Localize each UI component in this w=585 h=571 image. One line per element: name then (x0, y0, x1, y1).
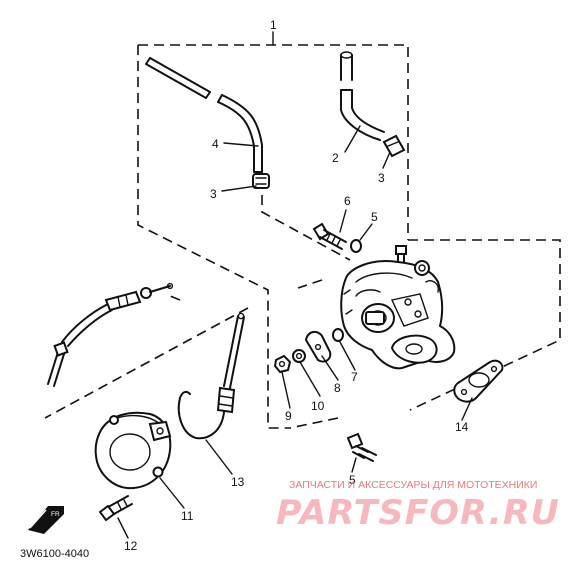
callout-2: 2 (332, 151, 339, 165)
cable-13 (177, 312, 245, 440)
callout-5-upper: 5 (371, 210, 378, 224)
svg-text:FR: FR (51, 511, 60, 518)
front-arrow-icon: FR (28, 506, 64, 534)
callout-10: 10 (311, 399, 325, 413)
bolt-5-lower (346, 432, 377, 462)
washer-5 (350, 239, 362, 253)
hose-clamp-3-right (382, 134, 406, 158)
callout-12: 12 (124, 539, 138, 553)
callout-7: 7 (351, 370, 358, 384)
hose-4 (145, 57, 263, 173)
callout-numbers: 1 2 3 3 4 5 5 6 7 8 9 10 11 12 13 14 (124, 18, 469, 553)
gasket-14 (453, 359, 504, 403)
callout-13: 13 (231, 475, 245, 489)
callout-14: 14 (455, 420, 469, 434)
assembly-outline (44, 44, 561, 429)
oil-pump-cable-upper (47, 282, 174, 387)
plate-8 (304, 330, 332, 363)
watermark-tagline: ЗАПЧАСТИ И АКСЕССУАРЫ ДЛЯ МОТОТЕХНИКИ (289, 479, 537, 491)
callout-8: 8 (334, 381, 341, 395)
hose-2 (340, 51, 385, 141)
watermark-brand: PARTSFOR.RU (276, 493, 560, 533)
callout-6: 6 (344, 194, 351, 208)
bolt-6 (312, 222, 347, 250)
callout-3-left: 3 (210, 187, 217, 201)
nut-9 (273, 354, 292, 374)
bolt-12 (98, 495, 133, 522)
callout-1: 1 (270, 18, 277, 32)
leader-lines (117, 31, 473, 539)
callout-9: 9 (285, 409, 292, 423)
washer-10 (292, 349, 306, 363)
hose-clamp-3-left (252, 173, 270, 189)
callout-11: 11 (181, 509, 194, 523)
oil-pump-body (340, 245, 456, 370)
cover-11 (94, 411, 172, 490)
diagram-code: 3W6100-4040 (20, 548, 89, 560)
oring-7 (332, 328, 344, 342)
callout-5-lower: 5 (349, 473, 356, 487)
callout-4: 4 (212, 137, 219, 151)
callout-3-right: 3 (378, 171, 385, 185)
watermark: ЗАПЧАСТИ И АКСЕССУАРЫ ДЛЯ МОТОТЕХНИКИ PA… (276, 479, 560, 533)
